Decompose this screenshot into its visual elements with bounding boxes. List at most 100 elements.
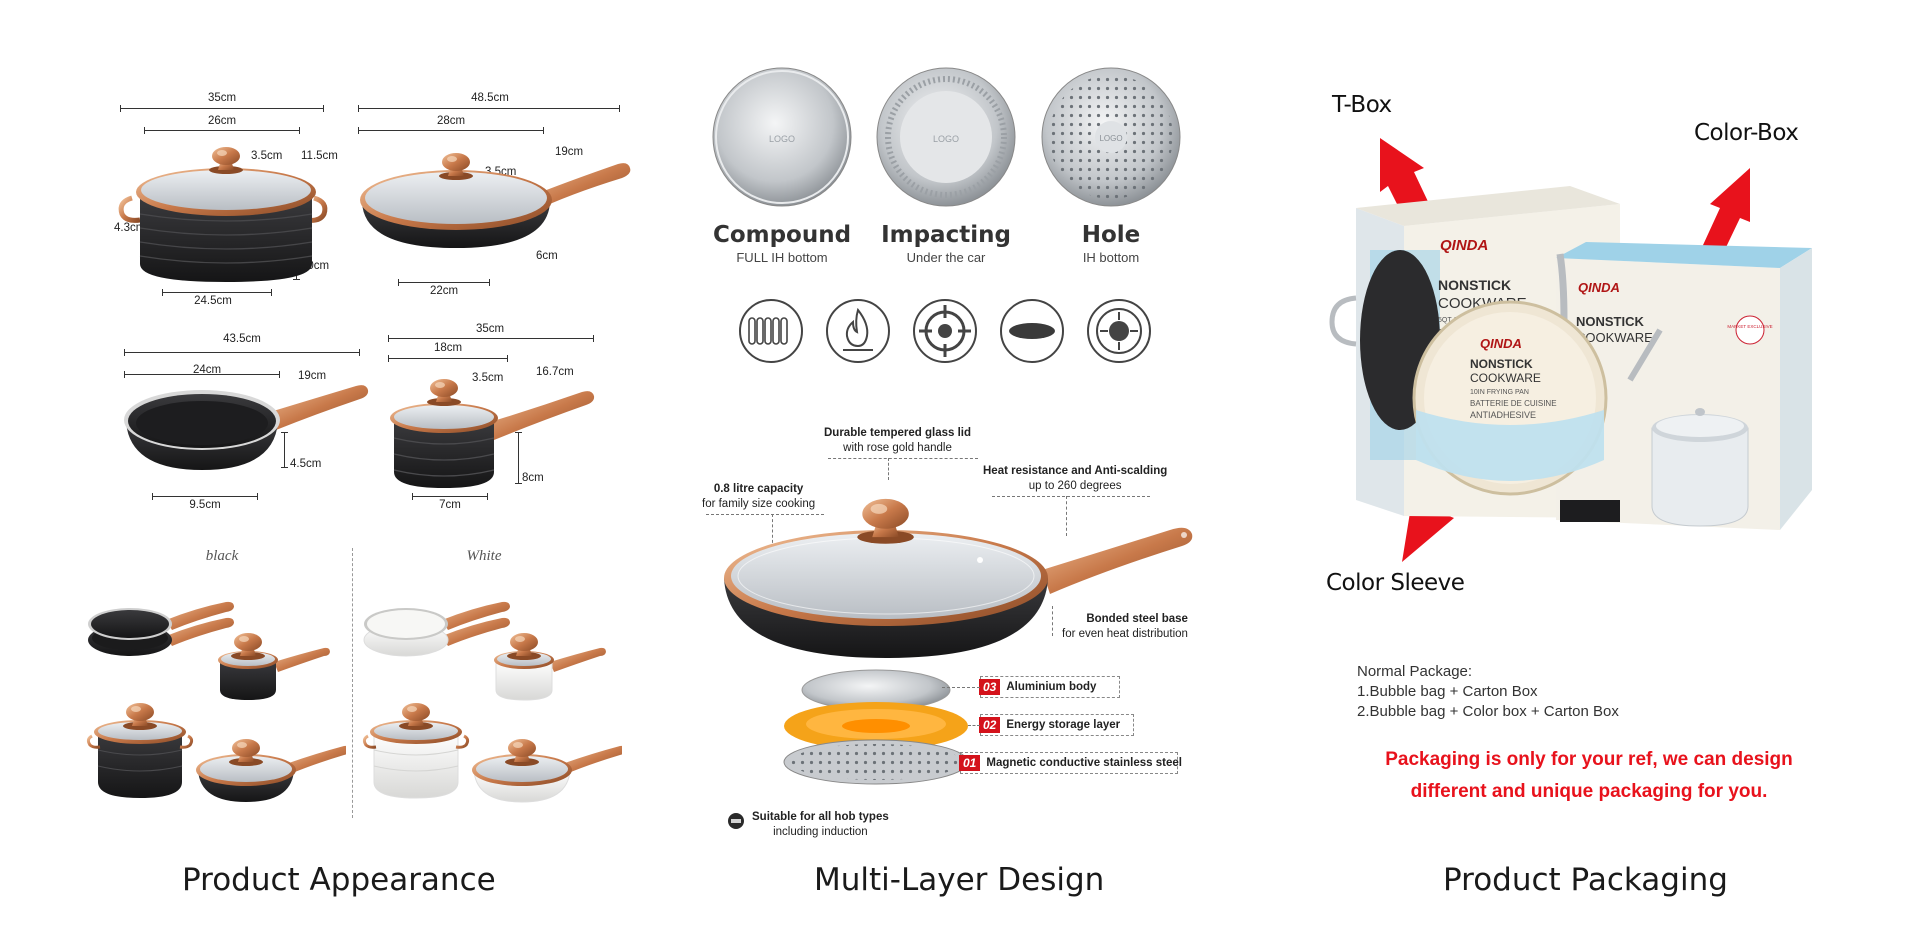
tbox-arrow [1380, 138, 1432, 222]
packaging-image: QINDA NONSTICK COOKWARE 5QT COVERED DUTC… [1329, 138, 1812, 562]
compound-title: Compound [712, 222, 852, 248]
casserole-handle-height-dim: 11.5cm [301, 150, 338, 162]
appearance-panel: 35cm 26cm 3.5cm 11.5cm 4.3cm 10cm 24.5cm… [0, 0, 640, 840]
callout-line [888, 458, 889, 480]
hob-badge-icon [728, 813, 744, 829]
callout-line [968, 725, 980, 726]
tbox-label: T-Box [1332, 92, 1392, 118]
impacting-base-image: LOGO [876, 67, 1016, 207]
frypan-base-dim: 9.5cm [189, 499, 221, 511]
svg-text:NONSTICK: NONSTICK [1576, 314, 1645, 329]
svg-text:ANTIADHESIVE: ANTIADHESIVE [1470, 410, 1536, 420]
packaging-panel: T-Box Color-Box Color Sleeve QINDA NONST… [1290, 0, 1910, 840]
dimension-line [281, 432, 288, 468]
svg-text:QINDA: QINDA [1440, 237, 1488, 254]
main-pan-image [724, 498, 1193, 658]
saucepan-knob-dim: 3.5cm [472, 372, 504, 384]
svg-text:MARKET EXCLUSIVE: MARKET EXCLUSIVE [1727, 324, 1772, 329]
caption-product-packaging: Product Packaging [1443, 862, 1728, 898]
casserole-image [118, 147, 328, 282]
compound-subtitle: FULL IH bottom [736, 250, 828, 265]
svg-text:LOGO: LOGO [1099, 134, 1122, 143]
compound-base-image: LOGO [712, 67, 852, 207]
variant-divider [352, 548, 353, 818]
color-sleeve-label: Color Sleeve [1326, 570, 1465, 596]
casserole-overall-dim: 35cm [207, 92, 237, 104]
color-label-white: White [466, 548, 502, 564]
hole-subtitle: IH bottom [1082, 250, 1140, 265]
svg-text:COOKWARE: COOKWARE [1470, 371, 1541, 385]
frypan-diameter-dim: 24cm [192, 364, 222, 376]
frypan-height-dim: 4.5cm [290, 458, 322, 470]
colorbox-arrow [1698, 168, 1750, 264]
callout-line [828, 458, 978, 459]
callout-line [992, 496, 1150, 497]
electric-plate-icon [1000, 299, 1064, 363]
saute-base-dim: 22cm [429, 285, 459, 297]
black-set-image [86, 601, 346, 802]
dimension-line [144, 127, 300, 134]
colorbox-label: Color-Box [1694, 120, 1799, 146]
caption-multi-layer-design: Multi-Layer Design [814, 862, 1105, 898]
saute-lid-dim: 28cm [436, 115, 466, 127]
hole-base-image: LOGO [1041, 67, 1181, 207]
packaging-note: Packaging is only for your ref, we can d… [1385, 749, 1793, 802]
hole-title: Hole [1081, 222, 1141, 248]
svg-text:QINDA: QINDA [1480, 336, 1522, 351]
casserole-lid-dim: 26cm [207, 115, 237, 127]
dimension-line [388, 335, 594, 342]
svg-text:NONSTICK: NONSTICK [1470, 357, 1533, 371]
gas-burner-icon [913, 299, 977, 363]
dimension-line [398, 279, 490, 286]
induction-coil-icon [739, 299, 803, 363]
multilayer-panel: LOGO LOGO LOGO Compound FULL IH bottom I… [680, 0, 1240, 840]
impacting-subtitle: Under the car [906, 250, 986, 265]
dimension-line [515, 432, 522, 484]
saucepan-overall-dim: 35cm [475, 323, 505, 335]
frypan-image [124, 385, 369, 470]
dimension-line [162, 289, 272, 296]
callout-line [706, 514, 824, 515]
svg-text:10IN FRYING PAN: 10IN FRYING PAN [1470, 389, 1529, 396]
casserole-handle-width-dim: 4.3cm [114, 222, 146, 234]
saucepan-image [390, 379, 595, 488]
ceramic-hob-icon [1087, 299, 1151, 363]
callout-line [942, 687, 980, 688]
svg-text:LOGO: LOGO [769, 134, 795, 144]
casserole-base-dim: 24.5cm [194, 295, 232, 307]
dimension-line [358, 127, 544, 134]
svg-text:NONSTICK: NONSTICK [1438, 277, 1511, 293]
saute-overall-dim: 48.5cm [471, 92, 509, 104]
dimension-line [152, 493, 258, 500]
impacting-title: Impacting [881, 222, 1011, 248]
white-set-image [362, 601, 622, 803]
frypan-handle-dim: 19cm [298, 370, 327, 382]
saucepan-diameter-dim: 18cm [433, 342, 463, 354]
saute-height-dim: 6cm [536, 250, 558, 262]
svg-text:LOGO: LOGO [933, 134, 959, 144]
svg-text:COOKWARE: COOKWARE [1576, 330, 1653, 345]
svg-text:BATTERIE DE CUISINE: BATTERIE DE CUISINE [1470, 399, 1557, 408]
frypan-overall-dim: 43.5cm [223, 333, 261, 345]
dimension-line [124, 371, 280, 378]
callout-line [1052, 606, 1053, 636]
saute-pan-image [360, 153, 631, 248]
casserole-knob-dim: 3.5cm [251, 150, 283, 162]
callout-line [1066, 496, 1067, 536]
layers-exploded-image [783, 669, 969, 785]
dimension-line [412, 493, 488, 500]
saucepan-handle-dim: 16.7cm [536, 366, 574, 378]
dimension-line [358, 105, 620, 112]
saute-handle-dim: 19cm [555, 146, 584, 158]
dimension-line [124, 349, 360, 356]
dimension-line [120, 105, 324, 112]
dimension-line [388, 355, 508, 362]
saucepan-base-dim: 7cm [439, 499, 461, 511]
